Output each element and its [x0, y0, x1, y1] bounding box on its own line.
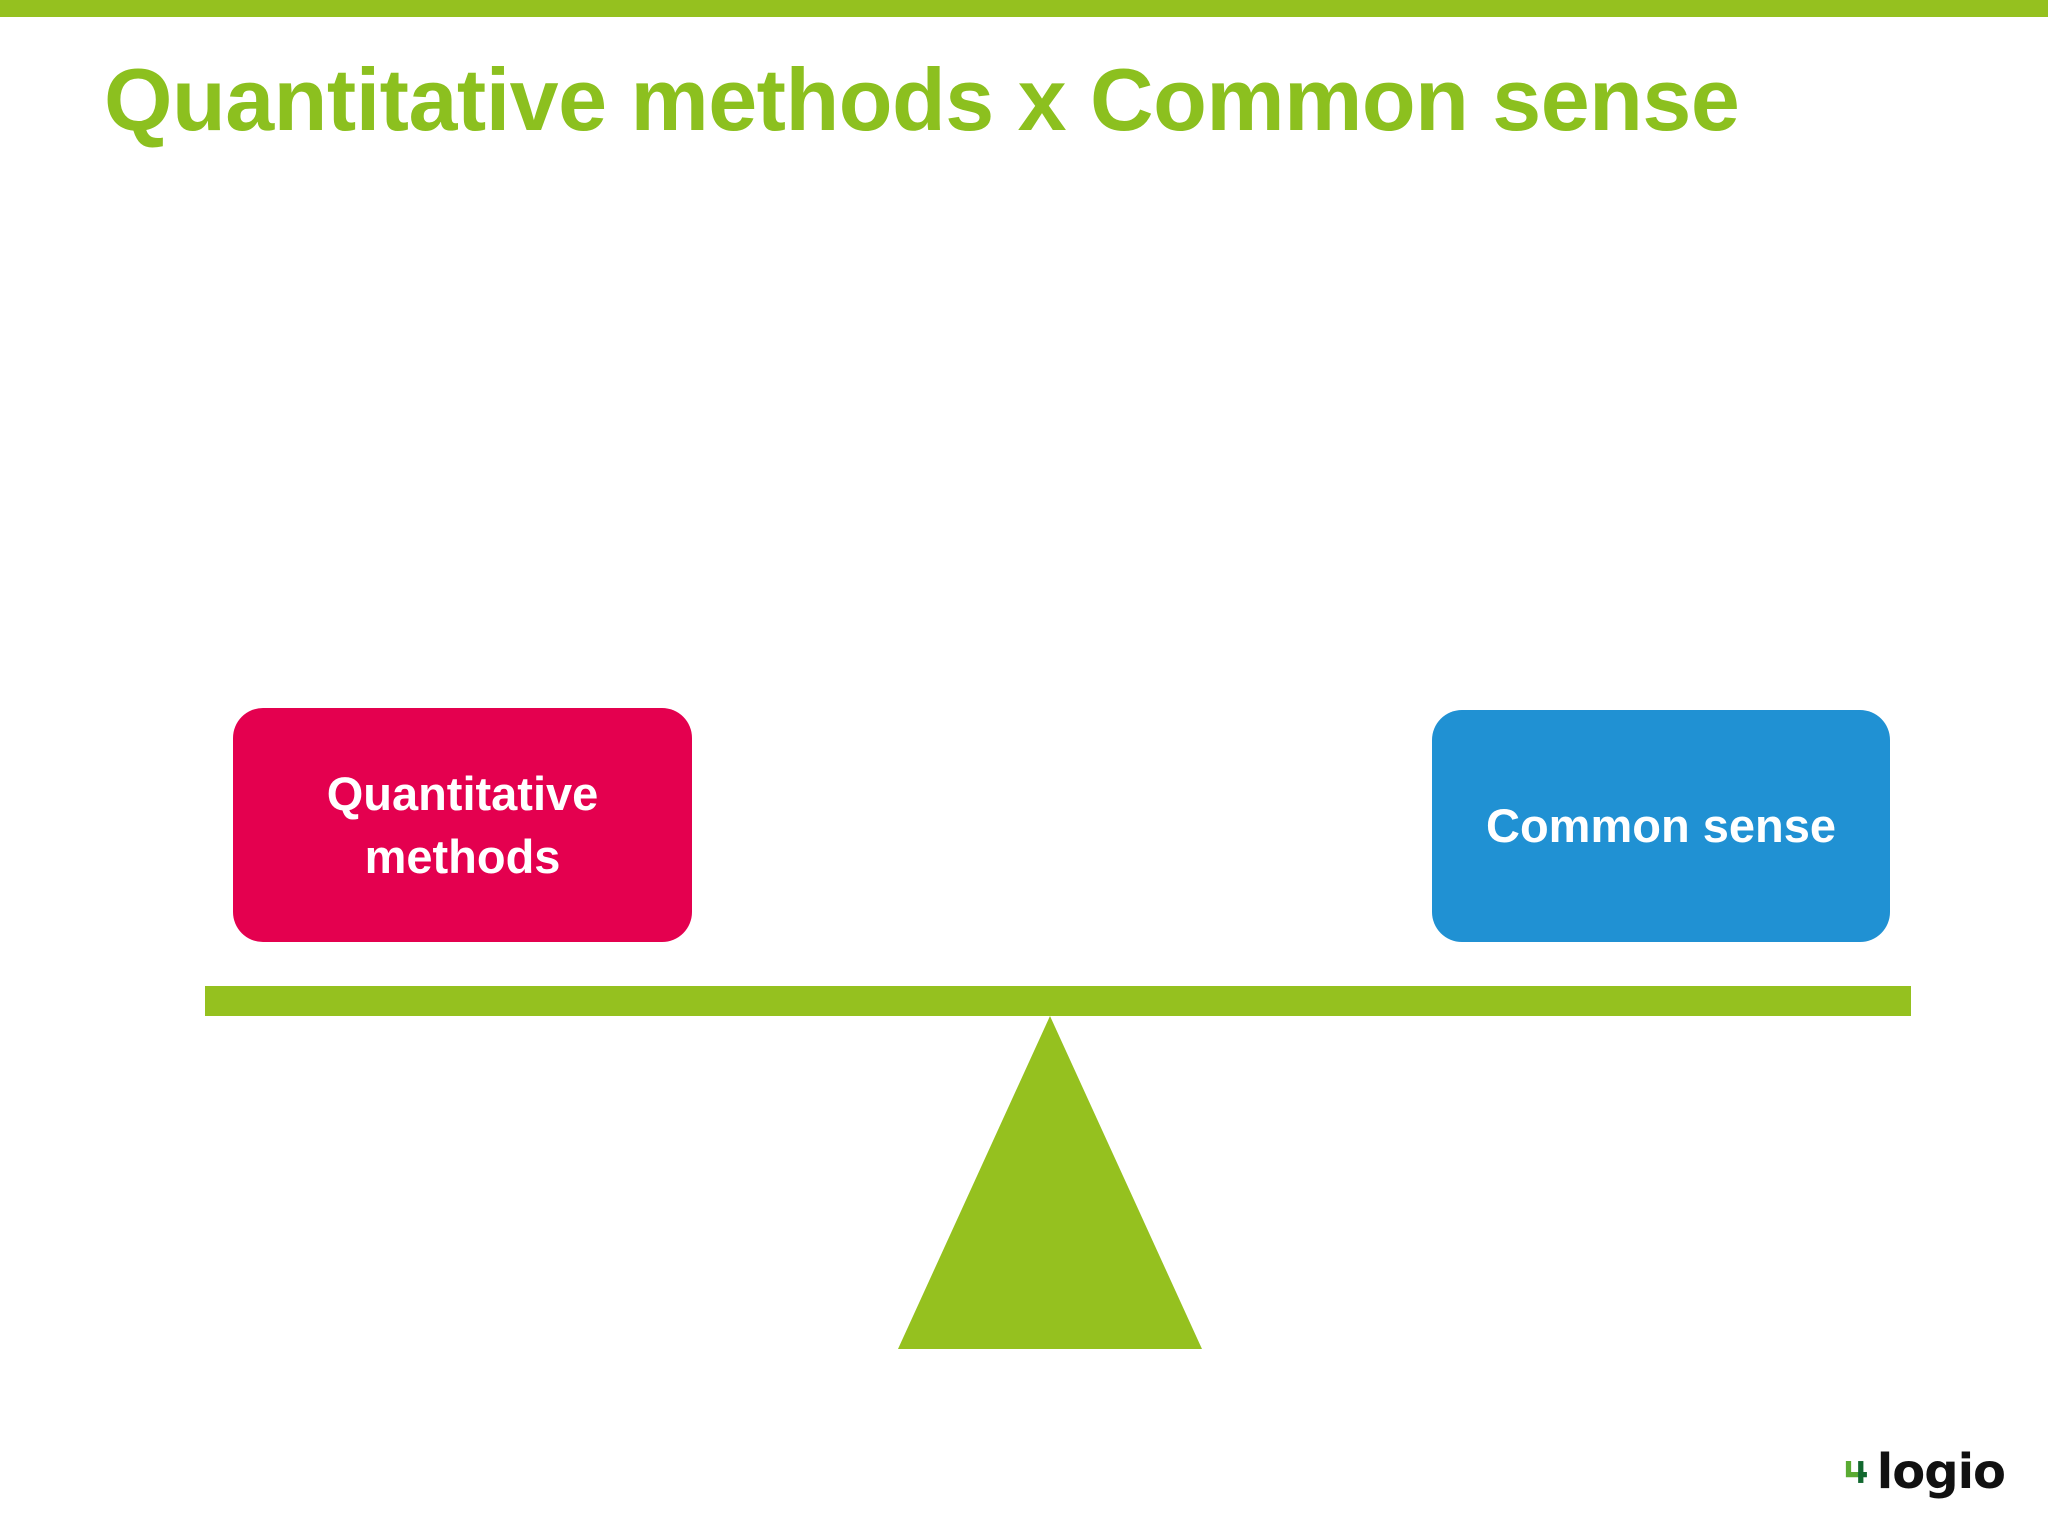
top-accent-bar — [0, 0, 2048, 17]
logio-wordmark: logio — [1876, 1444, 2006, 1500]
balance-beam — [205, 986, 1911, 1016]
logio-mark-icon — [1845, 1461, 1867, 1483]
weight-box-common-sense: Common sense — [1432, 710, 1890, 942]
weight-box-left-label: Quantitative methods — [326, 766, 599, 883]
weight-box-right-label: Common sense — [1486, 799, 1836, 853]
triangle-shape — [898, 1016, 1202, 1349]
weight-box-quantitative-methods: Quantitative methods — [233, 708, 692, 942]
logio-logo: logio — [1845, 1441, 2006, 1503]
fulcrum-triangle-icon — [898, 1016, 1202, 1349]
page-title: Quantitative methods x Common sense — [104, 50, 1740, 149]
